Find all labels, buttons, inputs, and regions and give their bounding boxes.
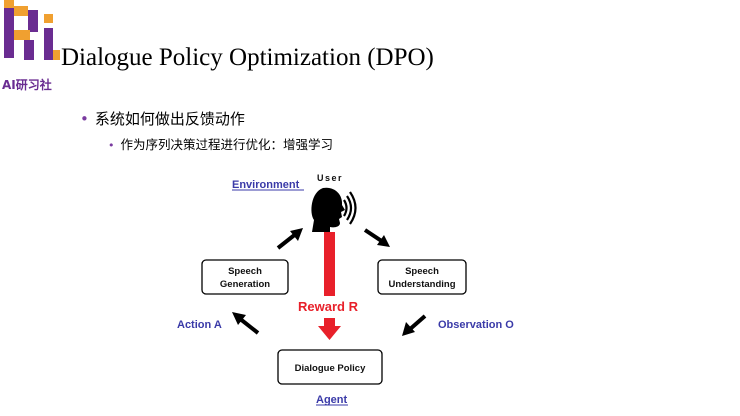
speech-generation-line2: Generation [220, 279, 270, 290]
bullet-level2-text: 作为序列决策过程进行优化：增强学习 [120, 137, 334, 152]
bullet-dot-icon: • [108, 139, 115, 152]
logo-text: AI研习社 [2, 78, 52, 92]
speech-understanding-line1: Speech [405, 266, 439, 277]
user-speaking-icon [311, 187, 357, 232]
bullet-level1: • 系统如何做出反馈动作 [80, 108, 245, 129]
observation-label: Observation O [438, 319, 514, 331]
page-title: Dialogue Policy Optimization (DPO) [61, 44, 434, 71]
action-label: Action A [177, 319, 222, 331]
arrow-generation-to-user [276, 228, 303, 250]
dialogue-policy-node: Dialogue Policy [277, 349, 383, 385]
bullet-level2: • 作为序列决策过程进行优化：增强学习 [108, 134, 333, 153]
dialogue-policy-text: Dialogue Policy [295, 363, 366, 374]
arrow-understanding-to-policy [402, 314, 427, 336]
user-label: User [317, 173, 343, 183]
arrow-policy-to-generation [232, 312, 260, 335]
agent-label: Agent [316, 394, 348, 406]
reward-arrow [318, 232, 341, 340]
speech-generation-line1: Speech [228, 266, 262, 277]
bullet-level1-text: 系统如何做出反馈动作 [94, 110, 245, 128]
ai-yanxishe-logo [4, 0, 60, 60]
speech-understanding-node: Speech Understanding [377, 259, 467, 295]
arrow-user-to-understanding [363, 228, 390, 247]
reward-label: Reward R [298, 299, 359, 314]
speech-understanding-line2: Understanding [388, 279, 455, 290]
speech-generation-node: Speech Generation [201, 259, 289, 295]
bullet-dot-icon: • [80, 110, 89, 128]
environment-label: Environment [232, 179, 300, 191]
